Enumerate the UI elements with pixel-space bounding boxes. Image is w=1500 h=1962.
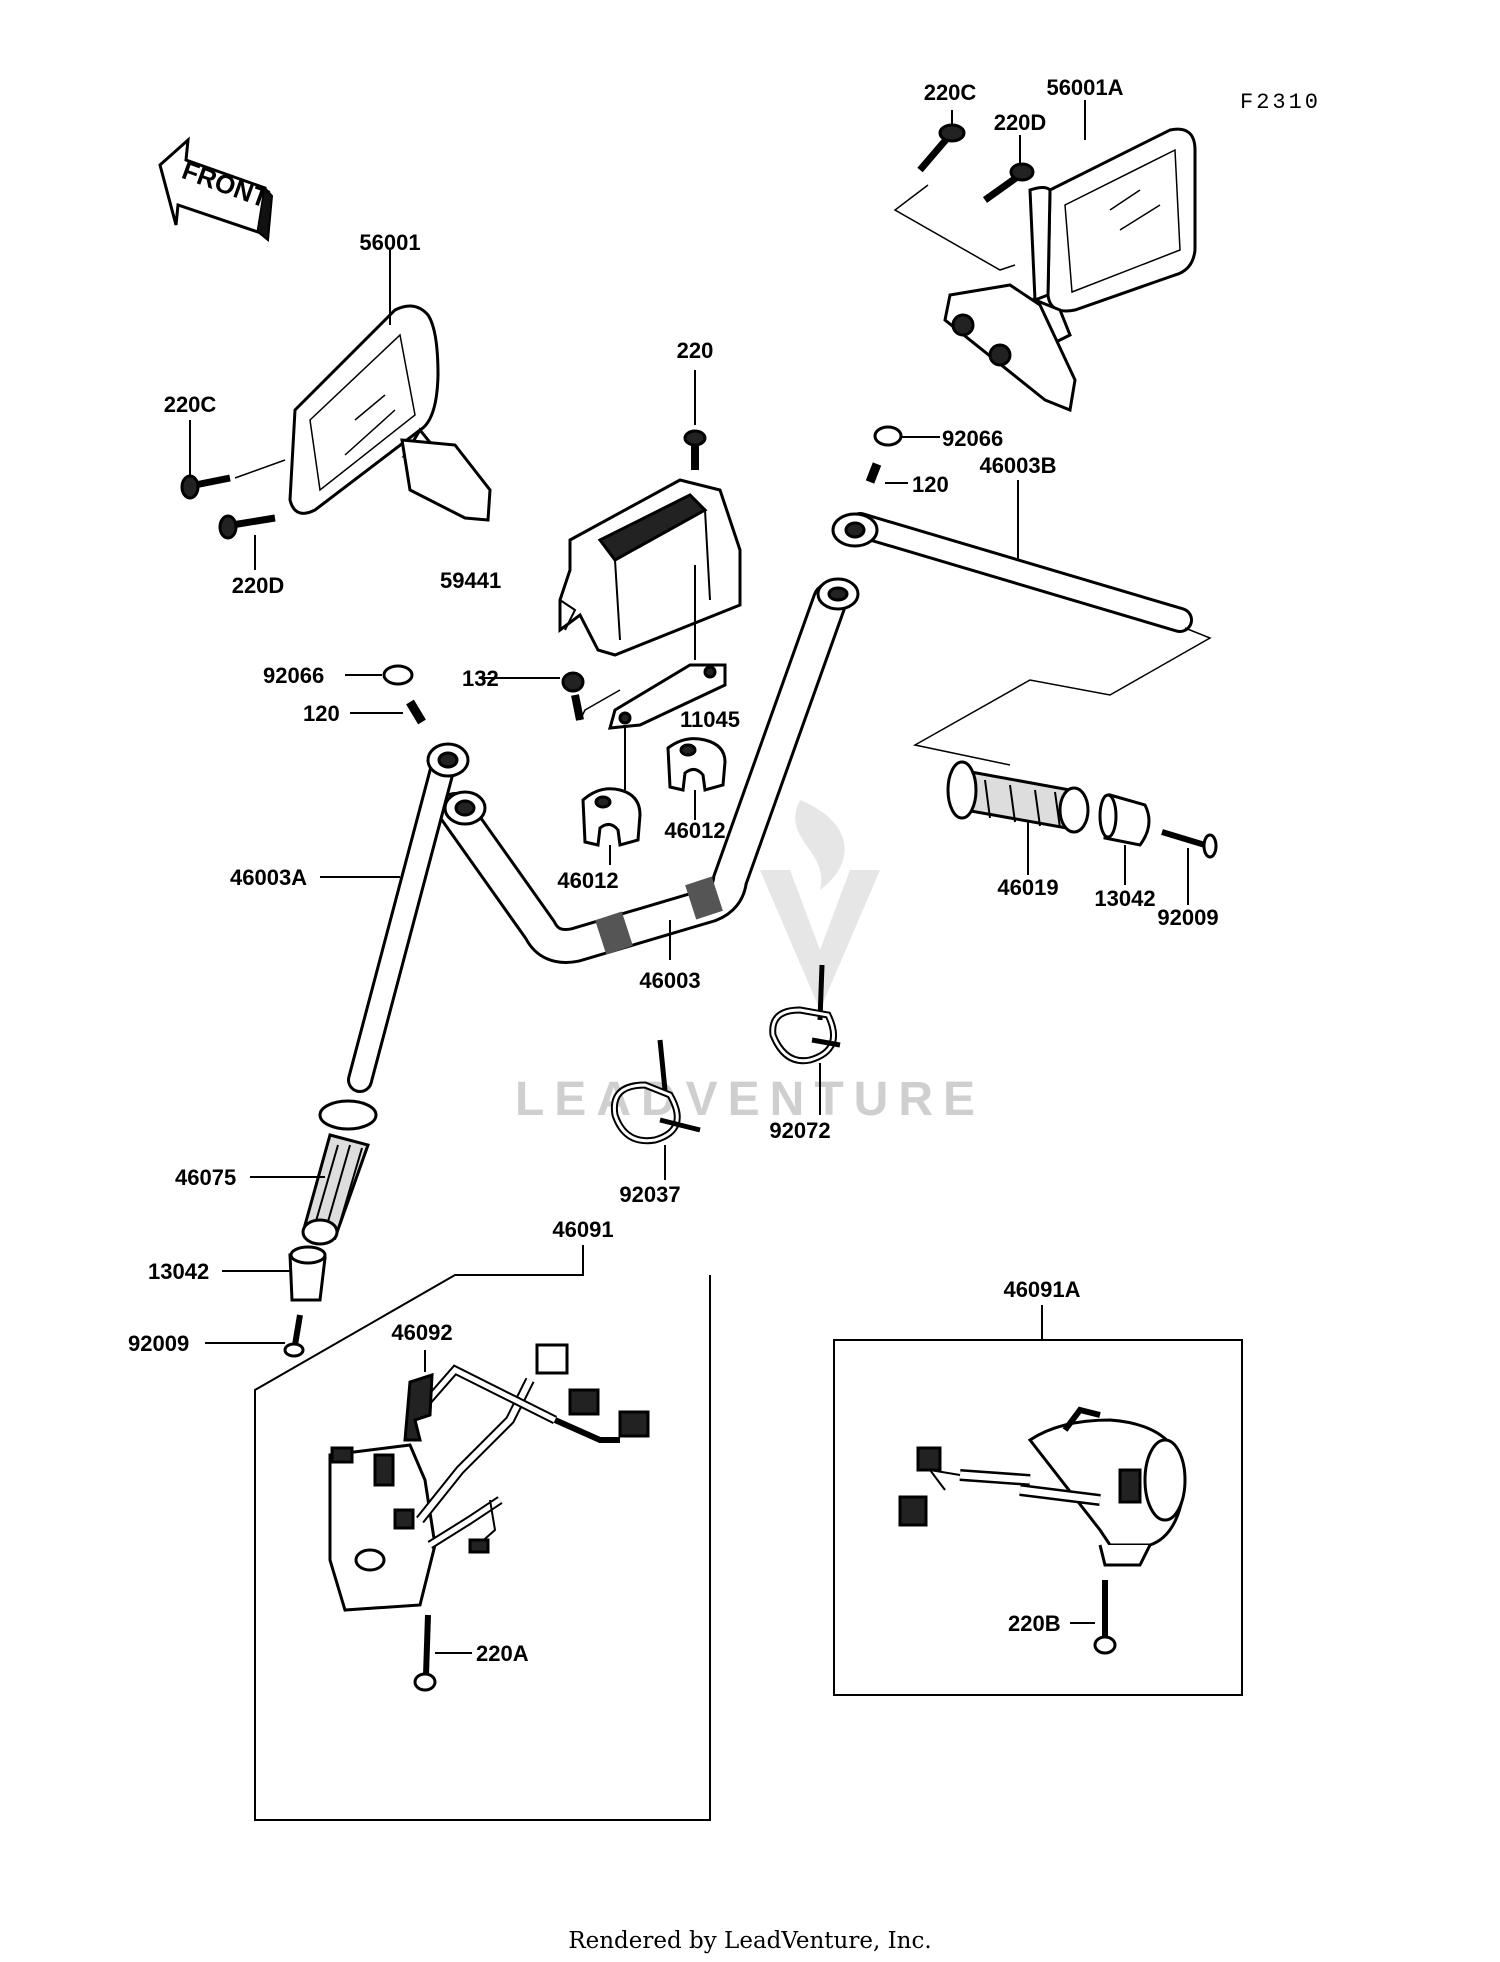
label-46012-right: 46012 <box>664 818 725 843</box>
footer-credit: Rendered by LeadVenture, Inc. <box>568 1928 931 1954</box>
grip-46075 <box>301 1099 378 1246</box>
endcap-13042-right <box>1098 793 1151 847</box>
bar-46003B <box>831 512 1193 633</box>
label-220D-top: 220D <box>994 110 1047 135</box>
label-92009-left: 92009 <box>128 1331 189 1356</box>
label-46091: 46091 <box>552 1217 613 1242</box>
label-46003: 46003 <box>639 968 700 993</box>
label-46019: 46019 <box>997 875 1058 900</box>
watermark-text: LEADVENTURE <box>515 1073 985 1126</box>
label-46003A: 46003A <box>230 865 307 890</box>
label-56001A: 56001A <box>1046 75 1123 100</box>
bolt-220C-left <box>180 474 231 500</box>
grip-46019 <box>946 760 1090 834</box>
label-220B: 220B <box>1008 1611 1061 1636</box>
bolt-132 <box>561 671 585 721</box>
switch-46091 <box>328 1343 650 1612</box>
screw-92009-left <box>283 1314 305 1358</box>
bolt-120-right <box>865 462 882 484</box>
label-46092: 46092 <box>391 1320 452 1345</box>
bar-46003A <box>347 742 470 1093</box>
clamp-92037 <box>610 1039 701 1145</box>
label-220D-left: 220D <box>232 573 285 598</box>
cap-92066-left <box>382 664 414 686</box>
label-92072: 92072 <box>769 1118 830 1143</box>
label-46003B: 46003B <box>979 453 1056 478</box>
bolt-220-center <box>683 429 707 470</box>
label-11045: 11045 <box>680 707 740 732</box>
holder-46012-left <box>581 725 642 865</box>
label-92066-right: 92066 <box>942 426 1003 451</box>
figure-code: F2310 <box>1240 90 1321 115</box>
label-46091A: 46091A <box>1003 1277 1080 1302</box>
bolt-220D-top <box>982 162 1035 203</box>
screw-220A <box>413 1614 437 1692</box>
label-92066-left: 92066 <box>263 663 324 688</box>
bolt-120-left <box>406 699 426 725</box>
clip-46092 <box>403 1372 434 1442</box>
switch-46091A <box>898 1406 1187 1567</box>
part-labels: 220C 56001A 220D 56001 220C 220D 220 920… <box>128 75 1219 1666</box>
label-13042-left: 13042 <box>148 1259 209 1284</box>
label-120-left: 120 <box>303 701 340 726</box>
label-220C-left: 220C <box>164 392 217 417</box>
holder-46012-right <box>666 737 727 820</box>
watermark: LEADVENTURE <box>515 800 985 1126</box>
bolt-220C-top <box>917 123 966 173</box>
screw-92009-right <box>1161 829 1218 859</box>
label-59441: 59441 <box>440 568 501 593</box>
mirror-left-56001 <box>288 304 492 522</box>
label-13042-right: 13042 <box>1094 886 1155 911</box>
bracket-11045 <box>607 663 727 730</box>
mirror-right-56001A <box>943 127 1197 413</box>
cover-59441 <box>558 478 742 657</box>
label-56001: 56001 <box>359 230 420 255</box>
label-120-right: 120 <box>912 472 949 497</box>
label-220: 220 <box>677 338 714 363</box>
label-92037: 92037 <box>619 1182 680 1207</box>
front-arrow-icon: FRONT <box>158 136 274 242</box>
screw-220B <box>1093 1580 1117 1655</box>
bolt-220D-left <box>218 514 276 540</box>
label-220A: 220A <box>476 1641 529 1666</box>
handlebar-46003 <box>437 577 860 964</box>
label-46075: 46075 <box>175 1165 236 1190</box>
endcap-13042-left <box>288 1245 327 1302</box>
cap-92066-right <box>873 425 903 447</box>
label-132: 132 <box>462 666 499 691</box>
label-46012-left: 46012 <box>557 868 618 893</box>
clamp-92072 <box>769 964 841 1065</box>
label-92009-right: 92009 <box>1157 905 1218 930</box>
label-220C-top: 220C <box>924 80 977 105</box>
